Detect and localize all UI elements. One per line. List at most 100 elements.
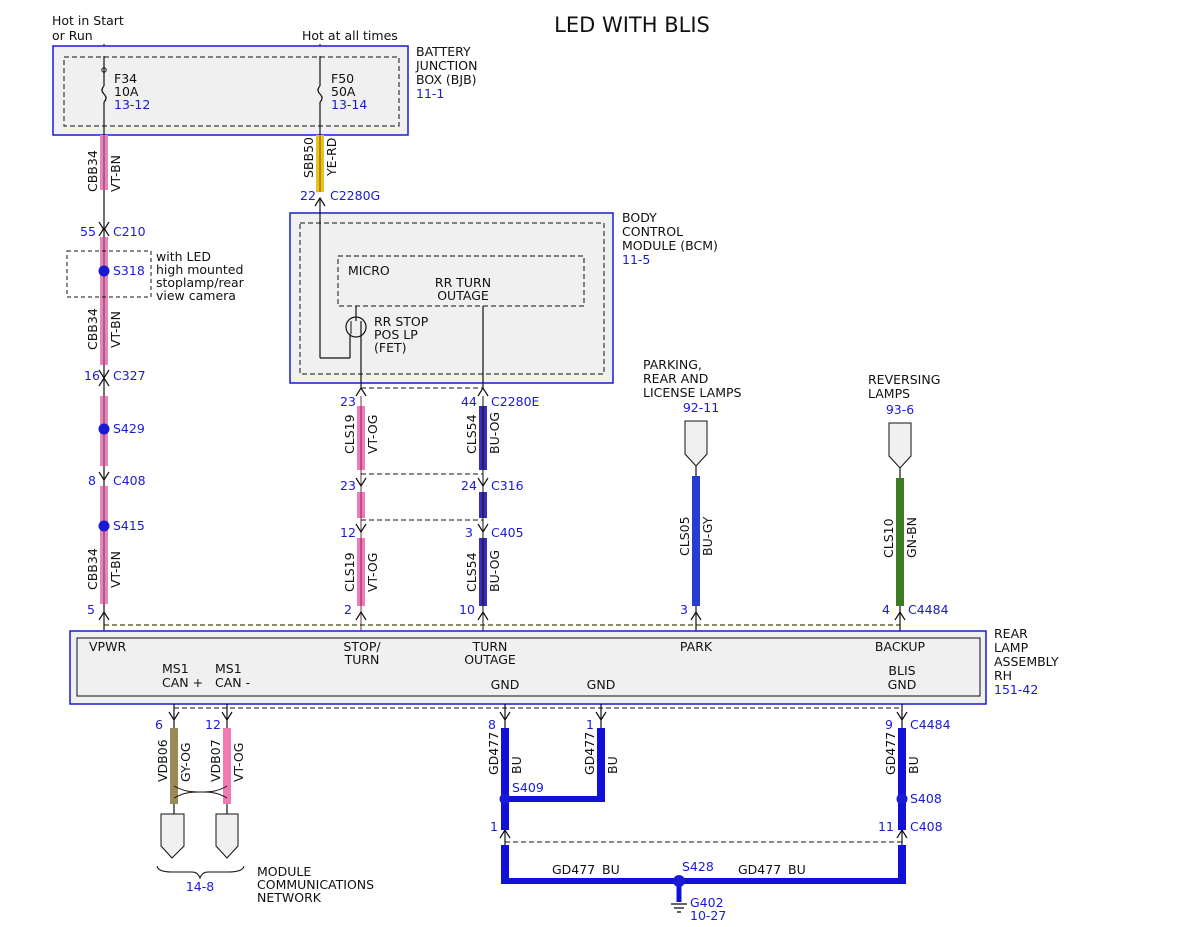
f50-name: F50 [331, 71, 354, 86]
rear-lamp-label-4: RH [994, 668, 1012, 683]
c408-label: C408 [113, 473, 146, 488]
mcn-ref: 14-8 [186, 879, 214, 894]
mcn-label-2: COMMUNICATIONS [257, 877, 374, 892]
mcn-label: MODULE [257, 864, 311, 879]
bjb-label: BATTERY [416, 44, 471, 59]
wire-label-cbb34-2: CBB34 [85, 308, 100, 350]
wire-label-cls54-1: CLS54 [464, 414, 479, 454]
c327-pin: 16 [84, 368, 100, 383]
park-remote-ref: 92-11 [683, 400, 719, 415]
pin-label-stop-2: TURN [344, 652, 380, 667]
wire-label-cls19-1: CLS19 [342, 414, 357, 454]
bcm-micro: MICRO [348, 263, 390, 278]
pin-vpwr: 5 [87, 602, 95, 617]
f34-name: F34 [114, 71, 137, 86]
rev-remote-ref: 93-6 [886, 402, 914, 417]
bcm-fet-2: POS LP [374, 327, 418, 342]
fuse-f50-icon [317, 85, 323, 103]
wire-color-cbb34-1: VT-BN [108, 155, 123, 192]
s318-note-3: stoplamp/rear [156, 275, 245, 290]
wire-color-gd477-3: BU [906, 756, 921, 774]
bcm-rr-turn-2: OUTAGE [437, 288, 489, 303]
rear-lamp-label-3: ASSEMBLY [994, 654, 1059, 669]
wire-label-vdb07: VDB07 [208, 739, 223, 782]
bcm-ref: 11-5 [622, 252, 650, 267]
wire-color-cls05: BU-GY [700, 516, 715, 556]
pin-label-turn: TURN [472, 639, 508, 654]
bcm-label: BODY [622, 210, 657, 225]
c408-pin: 8 [88, 473, 96, 488]
pin-park: 3 [680, 602, 688, 617]
bcm-label-3: MODULE (BCM) [622, 238, 718, 253]
rear-lamp-label-2: LAMP [994, 640, 1029, 655]
s318-label: S318 [113, 263, 145, 278]
wire-color-gd477-h1: BU [602, 862, 620, 877]
f34-rating: 10A [114, 84, 139, 99]
bcm-label-2: CONTROL [622, 224, 683, 239]
s415-label: S415 [113, 518, 145, 533]
park-connector-icon [684, 420, 708, 467]
c405-pin-19: 12 [340, 525, 356, 540]
pin-label-vpwr: VPWR [89, 639, 126, 654]
wire-gd477-group [501, 704, 906, 902]
splice-s415 [98, 520, 110, 532]
f34-ref: 13-12 [114, 97, 150, 112]
pin-gnd-1: 8 [488, 717, 496, 732]
rev-remote-label: REVERSING [868, 372, 940, 387]
wire-cls54 [479, 396, 487, 631]
wire-color-cbb34-2: VT-BN [108, 311, 123, 348]
c2280e-pin-54: 44 [461, 394, 477, 409]
pin-label-can-h: CAN + [162, 675, 203, 690]
pin-blis: 9 [885, 717, 893, 732]
wire-label-cls54-2: CLS54 [464, 552, 479, 592]
splice-s429 [98, 423, 110, 435]
c316-label: C316 [491, 478, 524, 493]
c4484-bottom-label: C4484 [910, 717, 951, 732]
pin-label-ms1-l: MS1 [215, 661, 242, 676]
wire-label-gd477-h1: GD477 [552, 862, 595, 877]
brace-icon [156, 865, 245, 880]
c408b-label: C408 [910, 819, 943, 834]
wire-color-vdb06: GY-OG [178, 742, 193, 782]
ground-icon [671, 903, 687, 913]
park-remote-label: PARKING, [643, 357, 702, 372]
pin-label-backup: BACKUP [875, 639, 926, 654]
bjb-ref: 11-1 [416, 86, 444, 101]
pin-label-blis-2: GND [888, 677, 917, 692]
rear-lamp-ref: 151-42 [994, 682, 1038, 697]
pin-turn: 10 [459, 602, 475, 617]
bjb-label-2: JUNCTION [415, 58, 477, 73]
wire-label-cbb34-3: CBB34 [85, 548, 100, 590]
park-remote-label-3: LICENSE LAMPS [643, 385, 742, 400]
c316-pin-54: 24 [461, 478, 477, 493]
splice-s409 [499, 793, 511, 805]
wire-label-gd477-2: GD477 [582, 732, 597, 775]
rev-connector-icon [888, 422, 912, 469]
c405-pin-54: 3 [465, 525, 473, 540]
f50-ref: 13-14 [331, 97, 367, 112]
bjb-label-3: BOX (BJB) [416, 72, 477, 87]
wire-cls19 [357, 396, 365, 631]
bcm-rr-turn: RR TURN [435, 275, 491, 290]
wire-color-cls19-2: VT-OG [365, 553, 380, 592]
park-remote-label-2: REAR AND [643, 371, 708, 386]
wire-vdb07 [223, 728, 231, 804]
wire-color-cbb34-3: VT-BN [108, 551, 123, 588]
s318-note-2: high mounted [156, 262, 243, 277]
s408-label: S408 [910, 791, 942, 806]
pin-label-stop: STOP/ [343, 639, 381, 654]
wire-color-vdb07: VT-OG [231, 743, 246, 782]
splice-s428 [673, 875, 685, 887]
s428-label: S428 [682, 859, 714, 874]
s409-label: S409 [512, 780, 544, 795]
bcm-box [289, 212, 614, 384]
c210-pin: 55 [80, 224, 96, 239]
wire-color-sbb50: YE-RD [324, 138, 339, 177]
s318-note-4: view camera [156, 288, 236, 303]
bcm-fet: RR STOP [374, 314, 429, 329]
wire-label-gd477-h2: GD477 [738, 862, 781, 877]
g402-ref: 10-27 [690, 908, 726, 923]
pin-can-h: 6 [155, 717, 163, 732]
pin-backup: 4 [882, 602, 890, 617]
wire-color-gd477-2: BU [605, 756, 620, 774]
